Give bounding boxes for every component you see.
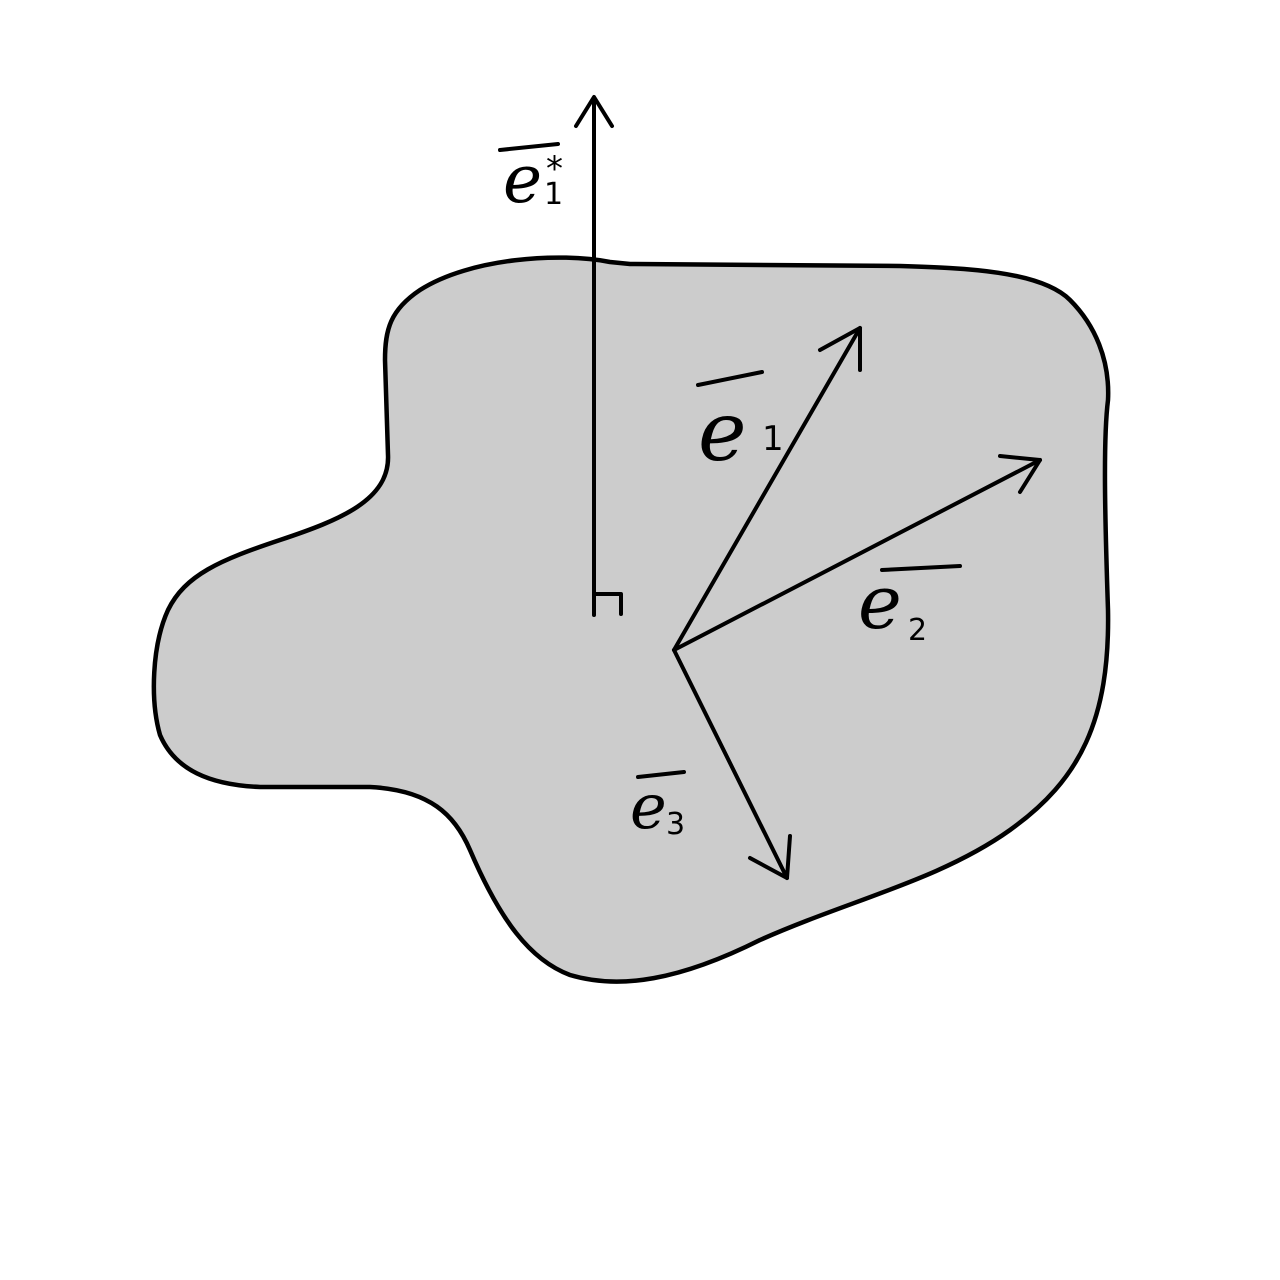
label-e2: e 2 xyxy=(858,560,962,648)
label-e1: e 1 xyxy=(696,370,784,480)
right-angle-mark xyxy=(592,592,623,616)
label-e2-letter: e xyxy=(858,560,902,646)
vector-e3-arrow xyxy=(672,648,792,880)
vector-e1-arrow xyxy=(672,326,862,652)
label-e3-letter: e xyxy=(630,770,667,843)
label-e1-star-superscript: * xyxy=(546,149,563,189)
vector-e1-star-arrow xyxy=(574,95,623,617)
label-e2-subscript: 2 xyxy=(908,613,927,648)
label-e3: e 3 xyxy=(630,770,686,843)
label-e1-subscript: 1 xyxy=(762,419,784,459)
shaded-region xyxy=(151,255,1111,984)
vector-e2-arrow xyxy=(672,454,1042,652)
label-e3-subscript: 3 xyxy=(666,807,685,842)
label-e1-star-letter: e xyxy=(503,141,542,218)
label-e1-star-subscript: 1 xyxy=(544,177,563,212)
label-e1-letter: e xyxy=(698,385,747,480)
label-e1-star: e 1 * xyxy=(498,141,563,218)
